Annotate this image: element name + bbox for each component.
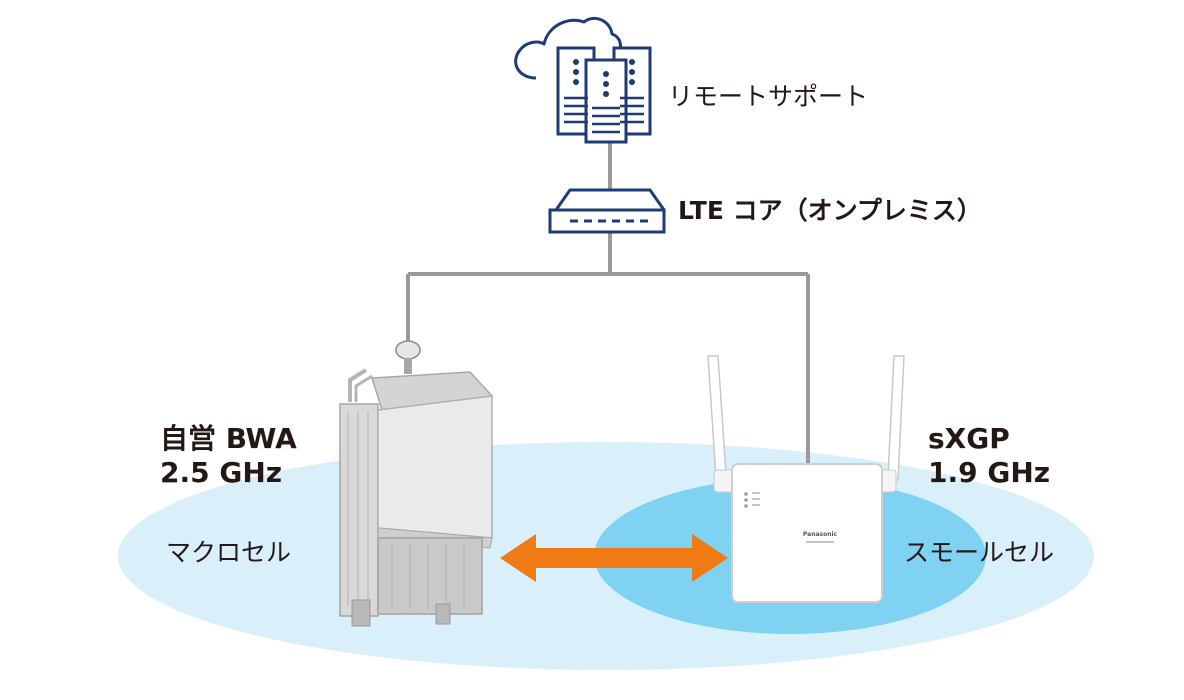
sxgp-freq-label: 1.9 GHz xyxy=(928,456,1051,489)
router-icon xyxy=(548,188,666,234)
device-brand-text: Panasonic xyxy=(803,531,838,538)
bwa-base-station xyxy=(339,340,494,627)
cloud-server-icon xyxy=(514,17,652,144)
bwa-name-label: 自営 BWA xyxy=(160,422,297,455)
remote-support-label: リモートサポート xyxy=(668,82,869,111)
sxgp-name-label: sXGP xyxy=(928,422,1010,455)
server-icon xyxy=(556,46,652,144)
sxgp-device: Panasonic xyxy=(707,355,905,603)
lte-core-label: LTE コア（オンプレミス） xyxy=(678,196,982,225)
small-cell-label: スモールセル xyxy=(904,538,1055,567)
connection-lines xyxy=(406,142,810,466)
double-arrow xyxy=(500,534,728,582)
bwa-freq-label: 2.5 GHz xyxy=(160,456,283,489)
macro-cell-label: マクロセル xyxy=(166,538,292,567)
